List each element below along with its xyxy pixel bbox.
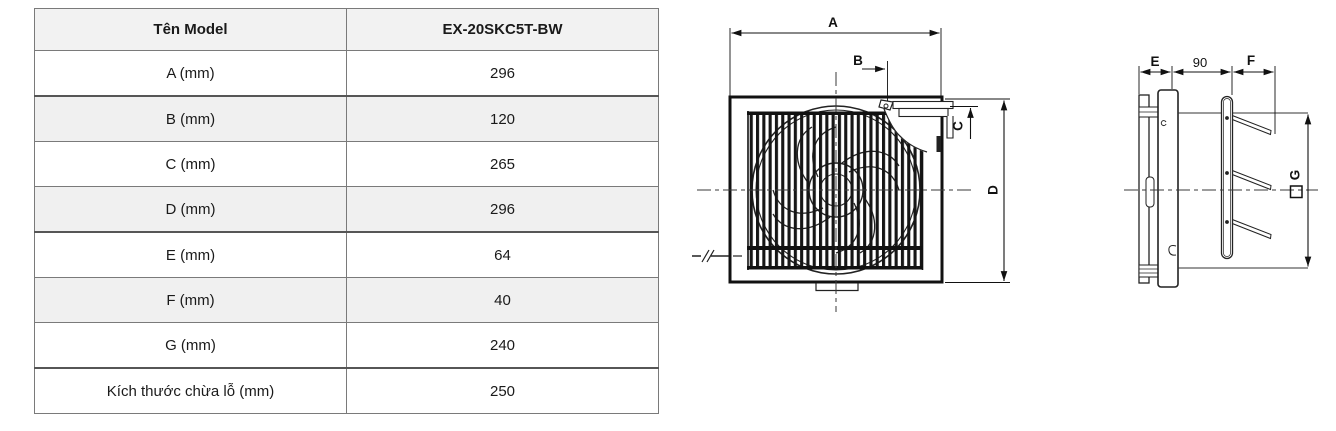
model-number-header: EX-20SKC5T-BW [346, 8, 659, 51]
table-row: F (mm) 40 [34, 277, 659, 323]
dimension-e90f [1138, 66, 1276, 134]
dim-d-label: D [986, 185, 1001, 195]
power-cord [692, 249, 742, 263]
table-row: E (mm) 64 [34, 231, 659, 278]
dim-g-label: G [1288, 170, 1303, 181]
table-row: A (mm) 296 [34, 50, 659, 97]
spec-label: C (mm) [34, 141, 347, 187]
dimension-a [729, 28, 942, 96]
spec-value: 296 [346, 186, 659, 233]
body-side [1157, 89, 1179, 288]
centerlines-front [697, 72, 975, 312]
spec-label: D (mm) [34, 186, 347, 233]
spec-value: 120 [346, 95, 659, 142]
spec-label: Kích thước chừa lỗ (mm) [34, 367, 347, 414]
table-header-row: Tên Model EX-20SKC5T-BW [34, 8, 659, 51]
dimension-c [950, 106, 978, 139]
spec-label: F (mm) [34, 277, 347, 323]
spec-value: 296 [346, 50, 659, 97]
spec-value: 250 [346, 367, 659, 414]
spec-value: 240 [346, 322, 659, 369]
table-row: B (mm) 120 [34, 95, 659, 142]
spec-value: 40 [346, 277, 659, 323]
bottom-tab [815, 283, 859, 292]
latch-detail [878, 99, 954, 153]
table-row: C (mm) 265 [34, 141, 659, 187]
louver-shutter [1220, 95, 1272, 260]
table-row: D (mm) 296 [34, 186, 659, 233]
dim-c-label: C [951, 121, 966, 131]
table-row: G (mm) 240 [34, 322, 659, 369]
dim-b-label: B [853, 53, 863, 68]
spec-label: G (mm) [34, 322, 347, 369]
spec-label: B (mm) [34, 95, 347, 142]
dim-f-label: F [1247, 53, 1255, 68]
side-view: E 90 F G [1124, 53, 1318, 288]
dim-e-label: E [1150, 54, 1159, 69]
dimension-d [945, 98, 1010, 283]
spec-value: 64 [346, 231, 659, 278]
dim-90-label: 90 [1193, 55, 1207, 70]
spec-value: 265 [346, 141, 659, 187]
spec-table-body: A (mm) 296 B (mm) 120 C (mm) 265 D (mm) … [34, 50, 659, 414]
table-row: Kích thước chừa lỗ (mm) 250 [34, 367, 659, 414]
front-view: A B C D [692, 15, 1010, 312]
model-name-header: Tên Model [34, 8, 347, 51]
spec-table: Tên Model EX-20SKC5T-BW A (mm) 296 B (mm… [34, 8, 659, 414]
dim-a-label: A [828, 15, 838, 30]
spec-label: E (mm) [34, 231, 347, 278]
dimension-b [862, 61, 888, 101]
dimension-g [1289, 114, 1312, 267]
